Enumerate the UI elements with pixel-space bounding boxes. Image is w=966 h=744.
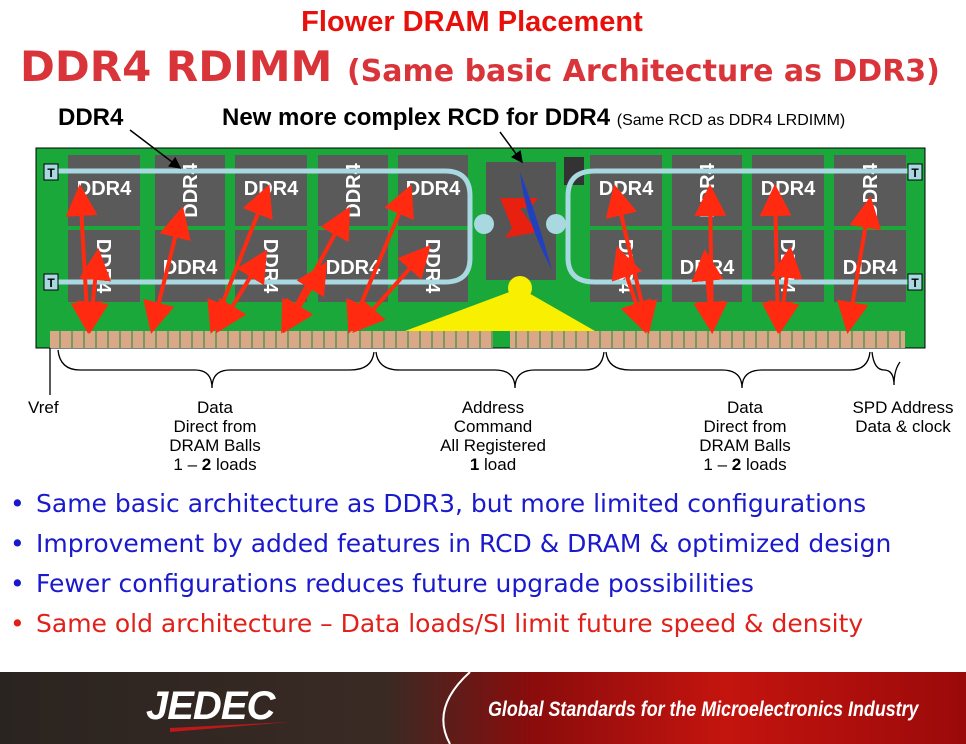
rcd-callout: New more complex RCD for DDR4 (Same RCD …	[222, 104, 845, 132]
data-load-arrow	[611, 246, 652, 334]
rcd-callout-arrow	[499, 131, 523, 164]
dram-chip-label: DDR4	[421, 239, 443, 294]
data-load-arrow	[76, 248, 112, 334]
subtitle-main: DDR4 RDIMM	[20, 42, 333, 91]
footer-banner: JEDEC Global Standards for the Microelec…	[0, 672, 966, 744]
address-fanout	[405, 288, 595, 331]
spd-chip	[564, 157, 584, 185]
dram-chip-label: DDR4	[761, 178, 816, 200]
left-ca-bus	[55, 168, 473, 285]
connector-left	[50, 331, 493, 348]
right-ca-bus	[565, 168, 910, 285]
subtitle-paren: (Same basic Architecture as DDR3)	[346, 54, 940, 89]
data-load-arrow	[143, 206, 191, 334]
dram-chip-label: DDR4	[77, 178, 132, 200]
data-load-arrow	[767, 246, 803, 334]
data-load-arrow	[836, 196, 882, 334]
data-load-arrow	[282, 261, 328, 334]
rcd-callout-note: (Same RCD as DDR4 LRDIMM)	[616, 112, 846, 129]
slide-title: Flower DRAM Placement	[301, 6, 643, 38]
data-load-arrow	[215, 249, 268, 334]
ddr4-callout: DDR4	[58, 104, 124, 131]
dimm-diagram: DDR4DDR4DDR4DDR4DDR4DDR4DDR4DDR4DDR4DDR4…	[35, 129, 926, 395]
bullet-item: •Improvement by added features in RCD & …	[10, 529, 892, 558]
dram-chip-label: DDR4	[406, 178, 461, 200]
data-load-arrow	[691, 249, 726, 334]
slide-subtitle: DDR4 RDIMM (Same basic Architecture as D…	[20, 42, 940, 91]
bullet-list: •Same basic architecture as DDR3, but mo…	[10, 484, 891, 644]
data-load-arrow	[352, 245, 431, 333]
dram-chip-label: DDR4	[259, 239, 281, 294]
label-vref: Vref	[28, 398, 59, 417]
svg-text:T: T	[47, 276, 55, 290]
dram-chip-label: DDR4	[599, 178, 654, 200]
braces	[49, 348, 901, 395]
svg-text:T: T	[47, 166, 55, 180]
rcd-logo-swoosh	[520, 172, 552, 270]
rcd-callout-text: New more complex RCD for DDR4	[222, 104, 611, 131]
dram-chip-label: DDR4	[843, 257, 898, 279]
bullet-item: •Fewer configurations reduces future upg…	[10, 569, 754, 598]
bus-node-right	[546, 214, 566, 234]
dram-chip-label: DDR4	[244, 178, 299, 200]
footer-tagline: Global Standards for the Microelectronic…	[488, 698, 919, 721]
bus-node-left	[474, 214, 494, 234]
jedec-logo: JEDEC	[146, 684, 275, 728]
terminators: T T T T	[43, 163, 923, 291]
ddr4-callout-arrow	[129, 129, 182, 169]
dram-chip-label: DDR4	[180, 162, 202, 217]
svg-text:T: T	[911, 166, 919, 180]
bullet-item: •Same basic architecture as DDR3, but mo…	[10, 489, 867, 518]
bullet-item: •Same old architecture – Data loads/SI l…	[10, 609, 864, 638]
svg-text:T: T	[911, 276, 919, 290]
